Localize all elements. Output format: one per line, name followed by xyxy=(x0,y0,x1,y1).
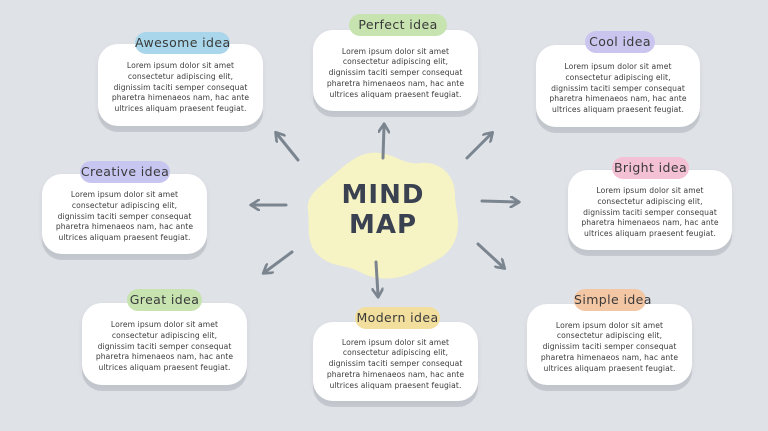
node-text: Lorem ipsum dolor sit amet consectetur a… xyxy=(55,190,194,243)
node-card-creative-idea: Lorem ipsum dolor sit amet consectetur a… xyxy=(42,174,207,254)
node-text: Lorem ipsum dolor sit amet consectetur a… xyxy=(581,186,719,239)
arrow-to-bright-idea xyxy=(480,201,517,202)
node-title-great-idea: Great idea xyxy=(127,289,202,311)
node-text: Lorem ipsum dolor sit amet consectetur a… xyxy=(326,46,465,99)
center-blob xyxy=(307,152,459,279)
arrow-to-great-idea xyxy=(265,250,294,272)
center-title: MIND MAP xyxy=(315,180,451,240)
node-card-perfect-idea: Lorem ipsum dolor sit amet consectetur a… xyxy=(313,30,478,111)
node-card-cool-idea: Lorem ipsum dolor sit amet consectetur a… xyxy=(536,45,700,127)
node-card-great-idea: Lorem ipsum dolor sit amet consectetur a… xyxy=(82,303,247,385)
node-card-awesome-idea: Lorem ipsum dolor sit amet consectetur a… xyxy=(98,44,263,126)
center-title-line-1: MIND xyxy=(341,180,425,210)
arrow-to-cool-idea xyxy=(465,134,491,160)
center-title-line-2: MAP xyxy=(348,210,418,240)
node-text: Lorem ipsum dolor sit amet consectetur a… xyxy=(326,337,465,390)
node-title-modern-idea: Modern idea xyxy=(355,307,440,329)
node-card-simple-idea: Lorem ipsum dolor sit amet consectetur a… xyxy=(527,304,692,385)
node-title-awesome-idea: Awesome idea xyxy=(135,32,230,54)
node-title-simple-idea: Simple idea xyxy=(574,289,651,311)
node-text: Lorem ipsum dolor sit amet consectetur a… xyxy=(111,61,250,114)
arrow-to-simple-idea xyxy=(476,242,503,267)
node-text: Lorem ipsum dolor sit amet consectetur a… xyxy=(549,62,687,115)
node-text: Lorem ipsum dolor sit amet consectetur a… xyxy=(95,320,234,373)
node-title-cool-idea: Cool idea xyxy=(585,31,655,53)
arrow-to-awesome-idea xyxy=(277,134,300,162)
node-card-modern-idea: Lorem ipsum dolor sit amet consectetur a… xyxy=(313,322,478,401)
node-title-perfect-idea: Perfect idea xyxy=(349,14,447,36)
node-card-bright-idea: Lorem ipsum dolor sit amet consectetur a… xyxy=(568,170,732,250)
arrow-to-perfect-idea xyxy=(383,126,384,160)
node-text: Lorem ipsum dolor sit amet consectetur a… xyxy=(540,320,679,373)
node-title-creative-idea: Creative idea xyxy=(80,161,170,183)
node-title-bright-idea: Bright idea xyxy=(612,157,689,179)
arrow-to-modern-idea xyxy=(376,260,378,295)
